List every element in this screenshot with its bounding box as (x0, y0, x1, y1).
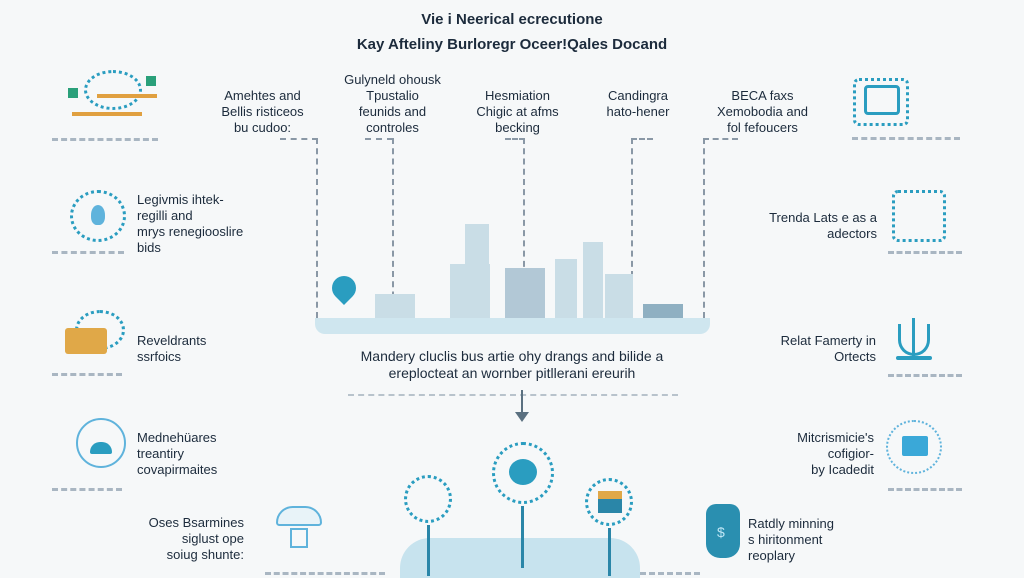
divider (52, 488, 122, 491)
divider (888, 374, 962, 377)
title-line-1: Vie i Neerical ecrecutione (421, 11, 603, 28)
text-line: Ortects (834, 349, 876, 364)
globe-icon (492, 442, 554, 504)
network-icon (892, 190, 946, 242)
city-skyline (315, 200, 710, 334)
text-line: treantiry (137, 446, 184, 461)
arrow-down-icon (515, 412, 529, 422)
connector-line (316, 138, 318, 318)
divider (888, 251, 962, 254)
text-line: regilli and (137, 208, 193, 223)
dome-icon (76, 418, 126, 468)
text-line: Xemobodia and (716, 104, 809, 119)
document-icon (853, 78, 909, 126)
connector-stem (521, 506, 524, 568)
text-line: Hesmiation (484, 88, 551, 103)
text-line: becking (495, 120, 540, 135)
connector-stub (703, 138, 738, 140)
workflow-icon (62, 68, 162, 132)
text-line: reoplary (748, 548, 795, 563)
divider (265, 572, 385, 575)
connector-stub (365, 138, 393, 140)
text-line: cofigior- (827, 446, 874, 461)
text-line: ssrfoics (137, 349, 182, 364)
connector-line (631, 138, 633, 318)
text-line: Mednehüares (137, 430, 217, 445)
text-line: fol fefoucers (727, 120, 798, 135)
text-line: controles (366, 120, 419, 135)
text-line: feunids and (358, 104, 427, 119)
text-line: siglust ope (181, 531, 244, 546)
card-icon (585, 478, 633, 526)
text-line: bids (137, 240, 161, 255)
text-line: Mandery cluclis bus artie ohy drangs and… (360, 348, 664, 364)
center-caption: Mandery cluclis bus artie ohy drangs and… (312, 348, 712, 382)
divider (348, 394, 678, 396)
text-line: Candingra (608, 88, 668, 103)
text-line: ereplocteat an wornber pitllerani ereuri… (388, 365, 636, 381)
text-line: Gulyneld ohousk (344, 72, 441, 87)
text-line: by Icadedit (811, 462, 874, 477)
text-line: Chigic at afms (476, 104, 559, 119)
connector-stub (505, 138, 525, 140)
text-line: covapirmaites (137, 462, 218, 477)
robot-icon (270, 502, 330, 552)
connector-stub (280, 138, 318, 140)
connector-stem (608, 528, 611, 576)
arrow-line (521, 390, 523, 414)
text-line: Legivmis ihtek- (137, 192, 224, 207)
divider (52, 138, 158, 141)
text-line: mrys renegiooslire (137, 224, 244, 239)
divider (852, 137, 960, 140)
location-pin-icon (327, 271, 361, 305)
text-line: Mitcrismicie's (797, 430, 874, 445)
connector-line (703, 138, 705, 318)
folder-icon (65, 310, 125, 360)
text-line: Bellis risticeos (221, 104, 304, 119)
money-bag-icon: $ (706, 504, 740, 558)
divider (640, 572, 700, 575)
title-line-2: Kay Afteliny Burloregr Oceer!Qales Docan… (356, 36, 668, 53)
text-line: Amehtes and (224, 88, 301, 103)
base-shape (400, 538, 640, 578)
text-line: Relat Famerty in (780, 333, 876, 348)
connector-stub (631, 138, 653, 140)
text-line: Tpustalio (366, 88, 419, 103)
divider (52, 373, 122, 376)
connector-stem (427, 525, 430, 576)
text-line: Ratdly minning (748, 516, 834, 531)
text-line: adectors (827, 226, 877, 241)
text-line: BECA faxs (731, 88, 794, 103)
anchor-icon (892, 312, 936, 364)
text-line: hato-hener (606, 104, 670, 119)
text-line: Oses Bsarmines (148, 515, 244, 530)
chart-icon (404, 475, 452, 523)
text-line: Trenda Lats e as a (769, 210, 877, 225)
divider (52, 251, 124, 254)
connector-line (392, 138, 394, 318)
bulb-icon (70, 190, 126, 242)
dollar-symbol: $ (717, 524, 725, 540)
connector-line (523, 138, 525, 318)
divider (888, 488, 962, 491)
text-line: Reveldrants (137, 333, 207, 348)
text-line: bu cudoo: (233, 120, 292, 135)
document-icon (886, 420, 942, 474)
text-line: s hiritonment (748, 532, 823, 547)
text-line: soiug shunte: (166, 547, 244, 562)
